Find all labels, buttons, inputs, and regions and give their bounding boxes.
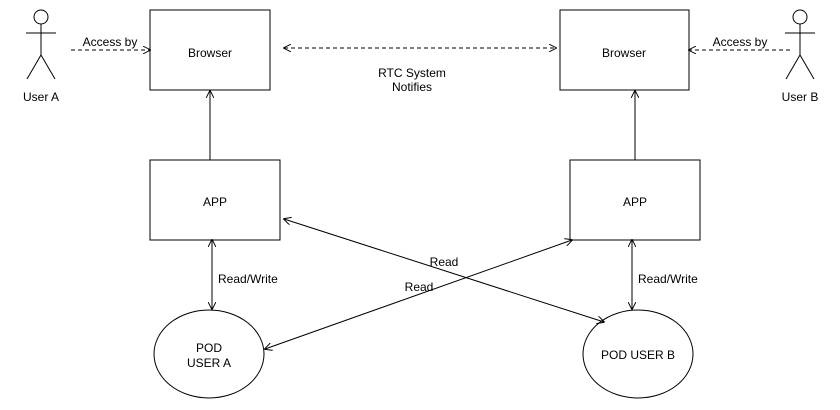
read-lower-label: Read <box>405 280 434 294</box>
user-b-label: User B <box>782 90 819 104</box>
user-b-leg-right <box>799 54 815 80</box>
rw-b-label: Read/Write <box>638 272 698 286</box>
browser-b-label: Browser <box>602 46 646 60</box>
access-b-label: Access by <box>713 35 768 49</box>
app-a-box: APP <box>149 159 281 241</box>
pod-user-b-ellipse <box>582 309 694 399</box>
user-b-leg-left <box>785 54 801 80</box>
pod-user-b: POD USER B <box>582 309 694 399</box>
user-b-actor: User B <box>782 9 819 104</box>
browser-b-rect <box>559 9 690 91</box>
browser-a-label: Browser <box>188 46 232 60</box>
user-a-leg-right <box>40 54 56 80</box>
read-upper-label: Read <box>430 255 459 269</box>
pod-user-a-label-line1: POD <box>196 341 222 355</box>
user-a-label: User A <box>23 90 59 104</box>
browser-a-box: Browser <box>149 9 271 91</box>
pod-user-a: POD USER A <box>153 309 265 399</box>
user-a-leg-left <box>26 54 42 80</box>
app-b-label: APP <box>623 195 647 209</box>
user-a-head <box>33 9 49 25</box>
pod-user-a-ellipse <box>153 309 265 399</box>
app-b-box: APP <box>569 159 701 241</box>
app-a-label: APP <box>203 195 227 209</box>
pod-user-a-label-line2: USER A <box>187 356 231 370</box>
pod-user-b-label: POD USER B <box>601 348 675 362</box>
browser-a-rect <box>149 9 271 91</box>
app-a-rect <box>149 159 281 241</box>
app-b-pod-a-read-arrow <box>265 240 572 349</box>
rtc-label-line1: RTC System <box>378 66 446 80</box>
browser-b-box: Browser <box>559 9 690 91</box>
rtc-label-line2: Notifies <box>392 80 432 94</box>
access-a-label: Access by <box>83 35 138 49</box>
user-a-actor: User A <box>23 9 59 104</box>
app-a-pod-b-read-arrow <box>284 219 604 322</box>
rw-a-label: Read/Write <box>218 272 278 286</box>
user-b-head <box>792 9 808 25</box>
